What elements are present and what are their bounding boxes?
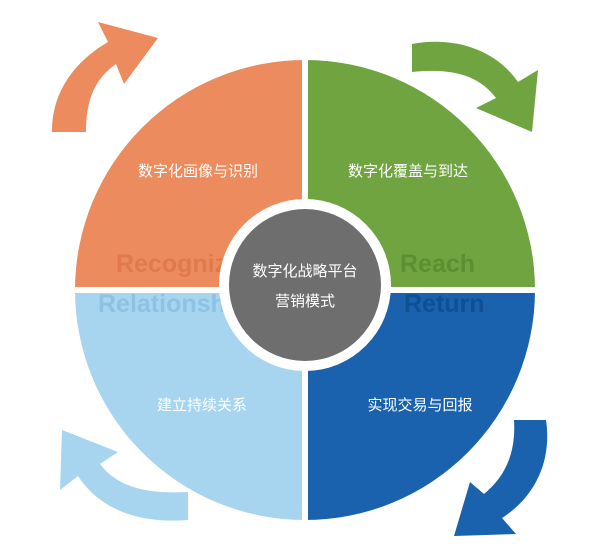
arrow-bottom-left-icon <box>60 430 188 521</box>
quadrant-label-top-right: 数字化覆盖与到达 <box>348 162 468 180</box>
quadrant-label-bottom-right: 实现交易与回报 <box>367 396 472 414</box>
arrow-top-right-icon <box>412 41 538 133</box>
quadrant-label-top-left: 数字化画像与识别 <box>138 162 258 180</box>
quadrant-english-bottom-right: Return <box>404 290 485 318</box>
center-title-line2: 营销模式 <box>275 292 335 310</box>
arrow-top-left-icon <box>52 22 158 132</box>
center-title-line1: 数字化战略平台 <box>252 262 357 280</box>
center-circle <box>229 209 381 361</box>
quadrant-english-top-right: Reach <box>400 250 475 278</box>
quadrant-label-bottom-left: 建立持续关系 <box>157 396 247 414</box>
arrow-bottom-right-icon <box>454 420 548 536</box>
